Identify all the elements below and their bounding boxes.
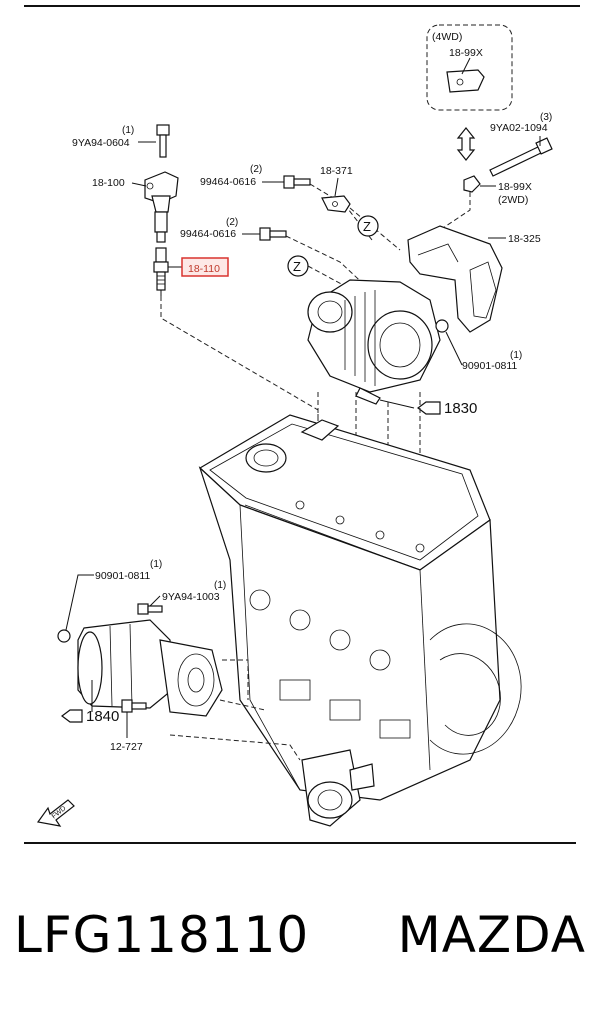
- nut-starter-label: 90901-0811: [95, 570, 150, 582]
- bracket-4wd-part: [446, 57, 485, 93]
- nut-alt-qty: (1): [510, 350, 522, 361]
- svg-text:Z: Z: [293, 259, 301, 274]
- footer: LFG118110 MAZDA: [0, 880, 600, 990]
- long-bolt-label: 9YA02-1094: [490, 122, 548, 134]
- long-bolt-part: [489, 137, 553, 177]
- nut-starter-part: [57, 629, 71, 643]
- swap-arrow-icon: [456, 127, 476, 161]
- stud-a-label: 99464-0616: [200, 176, 256, 188]
- bolt-727-label: 12-727: [110, 741, 143, 753]
- stud-b-part: [259, 227, 287, 241]
- engine-block-part: [198, 414, 522, 827]
- bolt-top-part: [156, 124, 170, 158]
- stud-a-part: [283, 175, 311, 189]
- alternator-part: [307, 279, 441, 405]
- starter-motor-part: [77, 619, 223, 717]
- bracket-2wd-label: 18-99X: [498, 181, 532, 193]
- nut-starter-qty: (1): [150, 559, 162, 570]
- bolt-top-qty: (1): [122, 125, 134, 136]
- svg-text:Z: Z: [363, 219, 371, 234]
- stud-b-label: 99464-0616: [180, 228, 236, 240]
- spark-plug-part: [153, 247, 169, 296]
- part-number: LFG118110: [14, 906, 310, 964]
- ref-starter-arrow-icon: [61, 709, 83, 723]
- long-bolt-qty: (3): [540, 112, 552, 123]
- bolt-starter-label: 9YA94-1003: [162, 591, 220, 603]
- bolt-starter-qty: (1): [214, 580, 226, 591]
- nut-alt-label: 90901-0811: [462, 360, 517, 372]
- z-marker-1: Z: [357, 215, 379, 237]
- 4wd-label: (4WD): [432, 31, 462, 43]
- ref-starter-label: 1840: [86, 708, 119, 725]
- bolt-top-label: 9YA94-0604: [72, 137, 130, 149]
- bracket-2wd-note: (2WD): [498, 194, 528, 206]
- spark-plug-label: 18-110: [188, 263, 220, 275]
- ref-alt-label: 1830: [444, 400, 477, 417]
- bracket-371-label: 18-371: [320, 165, 353, 177]
- cover-part: [407, 225, 503, 333]
- z-marker-2: Z: [287, 255, 309, 277]
- stud-b-qty: (2): [226, 217, 238, 228]
- spark-plug-highlight-box: [181, 257, 229, 277]
- bracket-4wd-label: 18-99X: [449, 47, 483, 59]
- ignition-coil-part: [144, 171, 179, 243]
- brand-name: MAZDA: [397, 906, 586, 964]
- bracket-2wd-part: [463, 175, 481, 193]
- bracket-371-part: [321, 195, 351, 213]
- bolt-starter-part: [137, 603, 163, 615]
- stud-a-qty: (2): [250, 164, 262, 175]
- nut-alt-part: [435, 319, 449, 333]
- coil-label: 18-100: [92, 177, 125, 189]
- ref-alt-arrow-icon: [417, 401, 441, 415]
- fwd-arrow-icon: FWD: [36, 799, 75, 827]
- cover-label: 18-325: [508, 233, 541, 245]
